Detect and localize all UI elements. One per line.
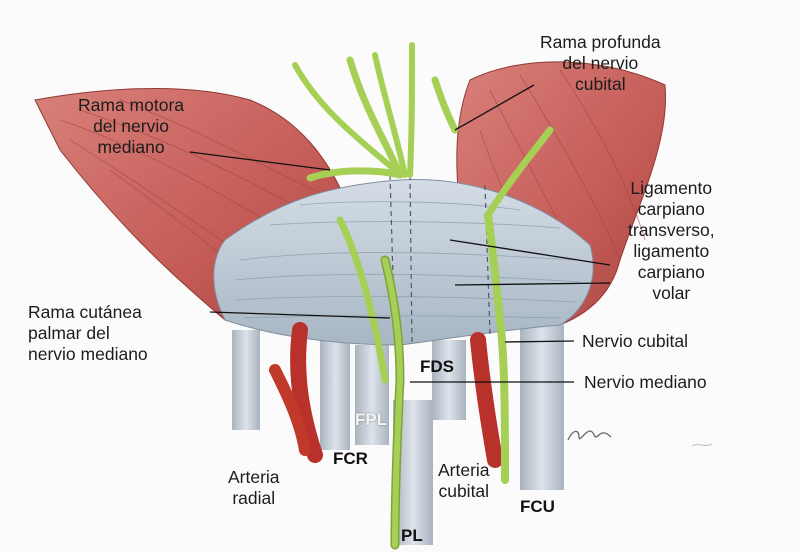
- motor-branch: [306, 167, 404, 182]
- label-arteria-radial: Arteria radial: [228, 467, 280, 508]
- artist-signature-icon: [567, 430, 612, 441]
- ulnar-nerve: [484, 211, 509, 484]
- tag-fcu: FCU: [520, 497, 555, 516]
- tag-fpl: FPL: [355, 410, 388, 429]
- ulnar-superficial-branch: [431, 76, 459, 134]
- radial-artery-upper: [269, 364, 311, 456]
- pencil-mark-icon: [691, 443, 713, 447]
- label-rama-motora: Rama motora del nervio mediano: [78, 95, 185, 157]
- ulnar-artery: [470, 332, 503, 468]
- digital-branch-1: [346, 56, 404, 179]
- tendon-group: [232, 320, 564, 545]
- digital-branch-4: [292, 62, 398, 173]
- digital-branch-2: [372, 52, 408, 178]
- palmar-cutaneous-branch: [336, 216, 389, 384]
- label-rama-profunda: Rama profunda del nervio cubital: [540, 32, 661, 94]
- ulnar-deep-branch: [484, 126, 554, 219]
- tag-pl: PL: [401, 526, 423, 545]
- tag-fds: FDS: [420, 357, 454, 376]
- label-ligamento-carpiano: Ligamento carpiano transverso, ligamento…: [628, 178, 715, 303]
- label-nervio-mediano: Nervio mediano: [584, 372, 707, 392]
- label-arteria-cubital: Arteria cubital: [438, 460, 490, 501]
- tag-fcr: FCR: [333, 449, 368, 468]
- digital-branch-3: [407, 42, 415, 178]
- median-nerve-inner: [382, 257, 404, 548]
- radial-artery: [290, 322, 323, 463]
- label-rama-cutanea: Rama cutánea palmar del nervio mediano: [28, 302, 148, 364]
- label-nervio-cubital: Nervio cubital: [582, 331, 689, 351]
